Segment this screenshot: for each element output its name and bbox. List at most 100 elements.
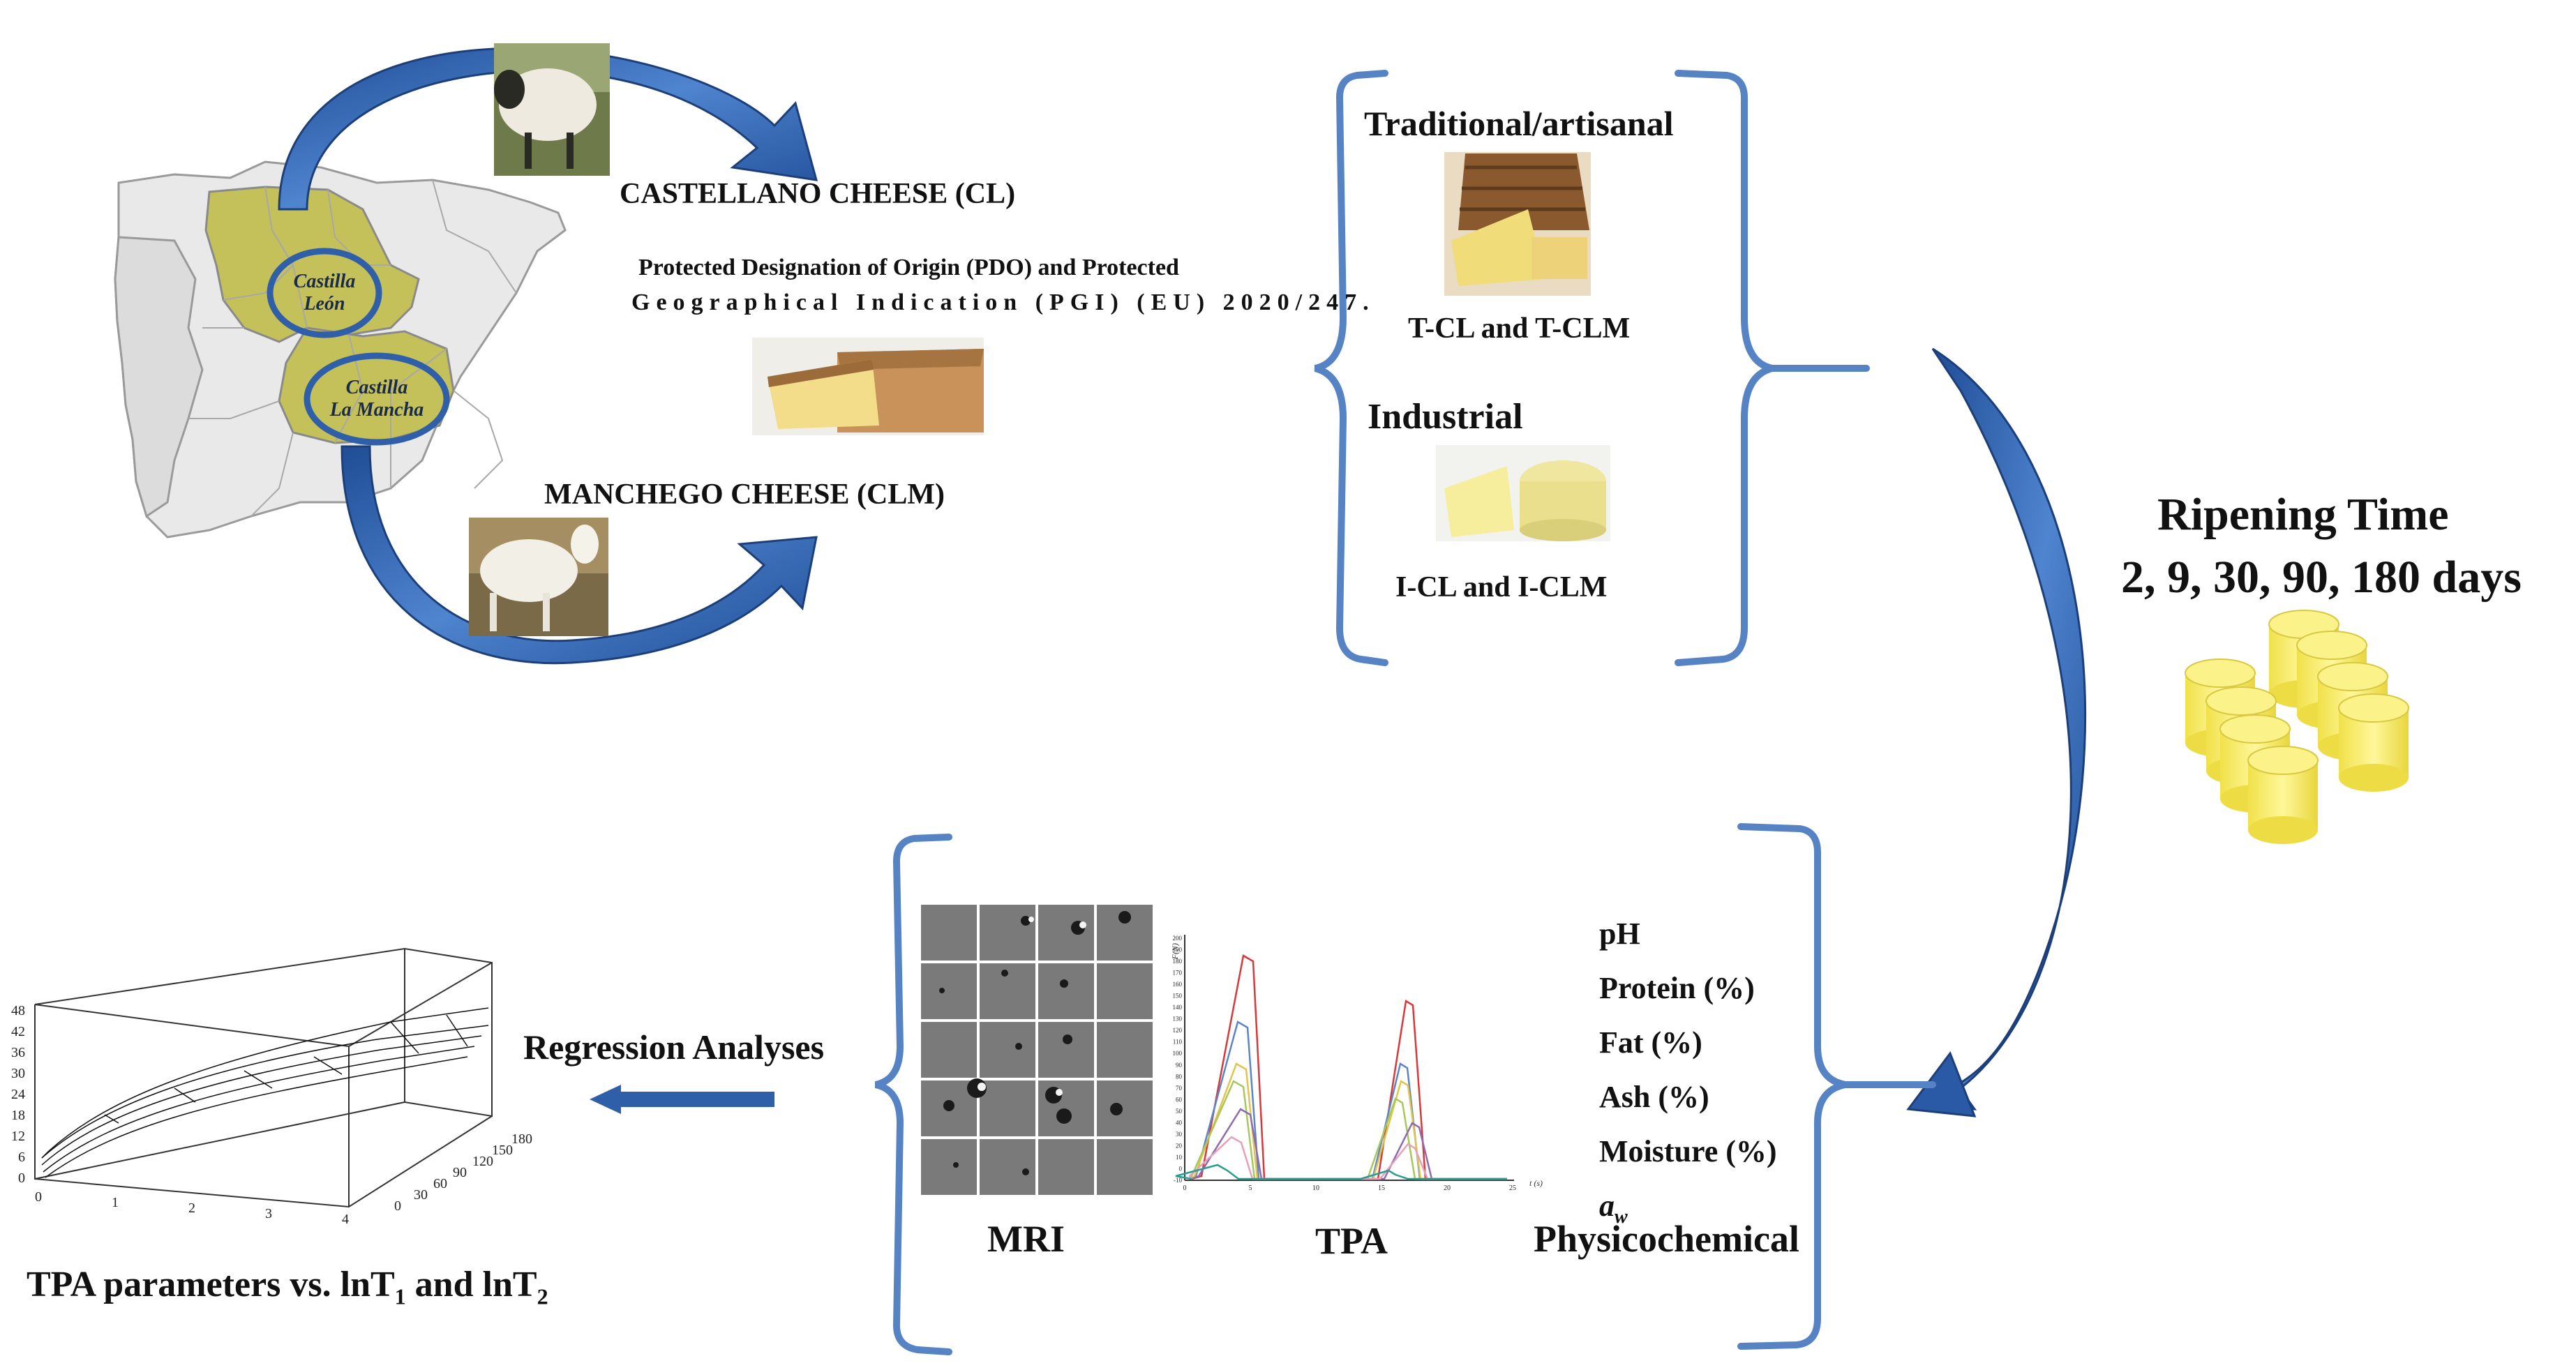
physicochemical-parameter-list: pH Protein (%) Fat (%) Ash (%) Moisture … xyxy=(1599,907,1777,1244)
z-tick-label: 12 xyxy=(11,1129,25,1144)
ripening-time-title: Ripening Time xyxy=(2157,489,2449,540)
physicochemical-label: Physicochemical xyxy=(1534,1218,1799,1260)
iberia-map xyxy=(114,160,567,539)
tpa-curve xyxy=(1188,1136,1507,1180)
y-tick-label: 120 xyxy=(472,1154,493,1169)
x-tick-label: 2 xyxy=(188,1200,195,1216)
tpa-x-tick-label: 20 xyxy=(1444,1184,1451,1192)
analyses-bracket-right xyxy=(1737,823,1936,1350)
plot-box xyxy=(34,947,493,1208)
tpa-y-axis-label: F(N) xyxy=(1170,943,1180,960)
z-tick-label: 30 xyxy=(11,1066,25,1081)
tpa-y-tick-label: 0 xyxy=(1179,1165,1183,1172)
y-tick-label: 90 xyxy=(453,1165,467,1180)
analyses-bracket-left xyxy=(874,834,952,1355)
caption-sub-1: 1 xyxy=(394,1284,406,1309)
parameter-fat: Fat (%) xyxy=(1599,1025,1702,1060)
pdo-line-2: Geographical Indication (PGI) (EU) 2020/… xyxy=(631,289,1375,315)
caption-prefix: TPA parameters vs. lnT xyxy=(27,1265,395,1304)
z-tick-label: 6 xyxy=(18,1150,25,1165)
regression-analyses-label: Regression Analyses xyxy=(523,1028,825,1067)
z-tick-label: 24 xyxy=(11,1087,25,1102)
tpa-y-tick-label: 30 xyxy=(1176,1131,1183,1138)
y-tick-label: 60 xyxy=(433,1176,447,1191)
tpa-y-tick-label: 90 xyxy=(1176,1062,1183,1069)
tpa-y-tick-label: 180 xyxy=(1173,958,1183,965)
tpa-y-tick-label: 20 xyxy=(1176,1142,1183,1149)
castilla-leon-ellipse xyxy=(267,248,382,338)
tpa-y-tick-label: 150 xyxy=(1173,993,1183,1000)
mri-image-grid xyxy=(920,903,1153,1196)
churra-sheep-photo xyxy=(494,43,610,176)
province-lines xyxy=(188,179,517,517)
industrial-cheese-photo xyxy=(1436,445,1610,541)
traditional-heading: Traditional/artisanal xyxy=(1364,104,1674,143)
y-tick-label: 150 xyxy=(492,1143,513,1158)
z-tick-label: 18 xyxy=(11,1108,25,1123)
castellano-cheese-photo xyxy=(752,338,984,435)
pdo-line-1: Protected Designation of Origin (PDO) an… xyxy=(638,255,1179,280)
z-tick-label: 48 xyxy=(11,1003,25,1018)
tpa-y-tick-label: 140 xyxy=(1173,1004,1183,1011)
manchego-cheese-title: MANCHEGO CHEESE (CLM) xyxy=(544,479,945,511)
caption-sub-2: 2 xyxy=(537,1284,548,1309)
tpa-y-tick-label: 10 xyxy=(1176,1154,1183,1161)
cheese-types-bracket-right xyxy=(1675,70,1870,666)
tpa-y-tick-label: -10 xyxy=(1174,1177,1182,1184)
tpa-curve xyxy=(1191,1062,1507,1180)
tpa-x-tick-label: 5 xyxy=(1249,1184,1252,1192)
tpa-y-tick-label: 70 xyxy=(1176,1085,1183,1092)
tpa-y-tick-label: 120 xyxy=(1173,1027,1183,1034)
cheese-sample-cylinders xyxy=(2185,610,2409,844)
castellano-cheese-title: CASTELLANO CHEESE (CL) xyxy=(620,178,1016,210)
arrow-to-manchego xyxy=(340,445,818,665)
aw-base: a xyxy=(1599,1189,1615,1223)
tpa-y-tick-label: 200 xyxy=(1173,935,1183,942)
cheese-cylinder xyxy=(2247,746,2319,844)
tpa-y-tick-label: 170 xyxy=(1173,970,1183,977)
parameter-protein: Protein (%) xyxy=(1599,971,1755,1005)
tpa-y-ticks: 2001901801701601501401301201101009080706… xyxy=(1173,935,1183,1184)
tpa-y-tick-label: 130 xyxy=(1173,1016,1183,1023)
tpa-x-tick-label: 15 xyxy=(1378,1184,1385,1192)
castilla-la-mancha-line2: La Mancha xyxy=(329,399,424,421)
castilla-leon-line2: León xyxy=(304,293,345,315)
z-tick-label: 42 xyxy=(11,1024,25,1039)
tpa-curve xyxy=(1191,1108,1507,1180)
parameter-ph: pH xyxy=(1599,917,1640,951)
tpa-curve xyxy=(1190,1080,1507,1180)
z-tick-label: 0 xyxy=(18,1170,25,1186)
tpa-y-tick-label: 80 xyxy=(1176,1073,1183,1080)
y-tick-label: 180 xyxy=(511,1131,532,1147)
tpa-y-tick-label: 50 xyxy=(1176,1108,1183,1115)
castilla-la-mancha-ellipse xyxy=(304,352,450,446)
parameter-moisture: Moisture (%) xyxy=(1599,1134,1777,1168)
caption-mid: and lnT xyxy=(405,1265,537,1304)
regression-caption: TPA parameters vs. lnT1 and lnT2 xyxy=(27,1264,548,1309)
castilla-leon-label: Castilla León xyxy=(276,271,373,315)
ripening-time-days: 2, 9, 30, 90, 180 days xyxy=(2121,552,2522,603)
parameter-ash: Ash (%) xyxy=(1599,1080,1709,1114)
x-tick-label: 4 xyxy=(342,1212,349,1227)
tpa-chart: 2001901801701601501401301201101009080706… xyxy=(1170,935,1543,1192)
y-tick-label: 0 xyxy=(394,1198,401,1214)
arrow-to-analyses xyxy=(1931,347,2087,1111)
tpa-y-tick-label: 110 xyxy=(1173,1039,1183,1046)
y-tick-label: 30 xyxy=(414,1187,428,1203)
x-tick-label: 1 xyxy=(112,1195,119,1210)
tpa-curve xyxy=(1191,954,1507,1180)
aw-subscript: w xyxy=(1615,1205,1628,1228)
tpa-x-tick-label: 10 xyxy=(1312,1184,1319,1192)
tpa-y-tick-label: 60 xyxy=(1176,1096,1183,1103)
tpa-curves xyxy=(1175,954,1507,1180)
manchega-sheep-photo xyxy=(469,518,608,636)
tpa-x-tick-label: 25 xyxy=(1509,1184,1516,1192)
arrow-to-castellano xyxy=(278,47,818,211)
castilla-leon-region xyxy=(204,186,420,343)
tpa-y-tick-label: 190 xyxy=(1173,947,1183,954)
tpa-y-tick-label: 160 xyxy=(1173,981,1183,988)
cheese-types-bracket-left xyxy=(1314,70,1388,666)
